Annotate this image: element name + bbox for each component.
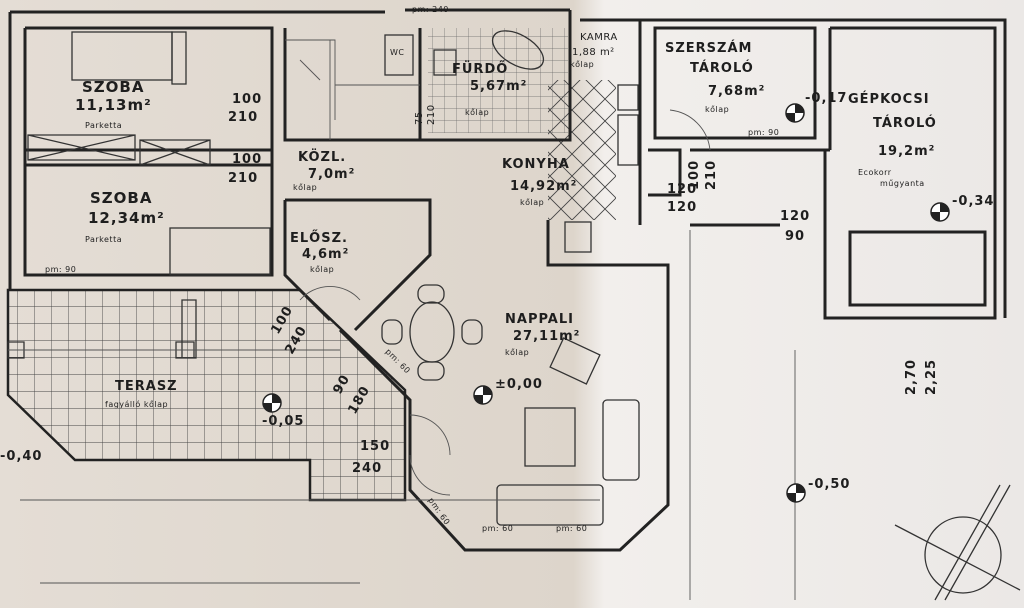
- dim-d2-height: 210: [228, 171, 258, 186]
- room-szoba2-area: 12,34m²: [88, 209, 165, 227]
- level-gepkocsi: -0,34: [952, 194, 994, 209]
- dim-d4-width: 120: [667, 182, 697, 197]
- room-wc-name: WC: [390, 48, 405, 57]
- room-kozl-name: KÖZL.: [298, 149, 346, 165]
- dim-d3-height: 240: [352, 461, 382, 476]
- dim-d6-width: 75: [414, 111, 425, 125]
- room-furdo-floor: kőlap: [465, 108, 489, 117]
- level-marker-icon: [785, 103, 805, 123]
- dim-d1-width: 100: [232, 92, 262, 107]
- room-furdo-name: FÜRDŐ: [452, 61, 508, 77]
- dim-pm240: pm: 240: [412, 5, 449, 14]
- room-gepkocsi-floor: Ecokorr: [858, 168, 892, 177]
- room-nappali-floor: kőlap: [505, 348, 529, 357]
- dim-pm60c: pm: 60: [482, 524, 513, 533]
- level-labels: ±0,00 -0,05 -0,17 -0,34 -0,50 -0,40: [0, 91, 994, 492]
- dim-d9-width: 120: [780, 209, 810, 224]
- room-szoba1-floor: Parketta: [85, 121, 122, 130]
- level-nappali: ±0,00: [495, 377, 543, 392]
- level-left: -0,40: [0, 449, 42, 464]
- dimension-labels: 100 210 100 210 150 240 120 120 100 210 …: [45, 5, 939, 533]
- dim-d2-width: 100: [232, 152, 262, 167]
- room-szerszam-name2: TÁROLÓ: [690, 60, 754, 76]
- room-gepkocsi-area: 19,2m²: [878, 144, 935, 159]
- room-gepkocsi-floor2: műgyanta: [880, 179, 925, 188]
- room-konyha-name: KONYHA: [502, 157, 570, 172]
- dim-pm60d: pm: 60: [556, 524, 587, 533]
- room-terasz-floor: fagyálló kőlap: [105, 399, 168, 409]
- room-terasz-name: TERASZ: [115, 379, 178, 394]
- room-gepkocsi-name2: TÁROLÓ: [873, 115, 937, 131]
- room-kamra-floor: kőlap: [570, 60, 594, 69]
- room-gepkocsi-name: GÉPKOCSI: [848, 91, 930, 107]
- dim-d5-height: 210: [704, 160, 719, 190]
- level-terasz: -0,05: [262, 414, 304, 429]
- dim-d10-a: 2,70: [904, 359, 919, 395]
- furniture: [7, 30, 1021, 601]
- dim-pm90a: pm: 90: [45, 265, 76, 274]
- room-szerszam-area: 7,68m²: [708, 84, 765, 99]
- room-szerszam-floor: kőlap: [705, 105, 729, 114]
- room-szoba1-area: 11,13m²: [75, 96, 152, 114]
- dim-d1-height: 210: [228, 110, 258, 125]
- dim-d4-height: 120: [667, 200, 697, 215]
- bathroom-tiles: [428, 28, 568, 133]
- room-szoba2-name: SZOBA: [90, 189, 152, 207]
- room-nappali-name: NAPPALI: [505, 312, 574, 327]
- level-marker-icon: [473, 385, 493, 405]
- room-konyha-floor: kőlap: [520, 198, 544, 207]
- dim-d10-b: 2,25: [924, 359, 939, 395]
- dim-d9-height: 90: [785, 229, 805, 244]
- dim-pm90b: pm: 90: [748, 128, 779, 137]
- room-elosz-name: ELŐSZ.: [290, 230, 348, 246]
- room-kamra-name: KAMRA: [580, 32, 618, 43]
- dim-d3-width: 150: [360, 439, 390, 454]
- dim-d5-width: 100: [687, 160, 702, 190]
- room-szerszam-name: SZERSZÁM: [665, 40, 752, 56]
- level-marker-icon: [262, 393, 282, 413]
- level-marker-icon: [930, 202, 950, 222]
- level-markers: [262, 103, 950, 503]
- room-furdo-area: 5,67m²: [470, 79, 527, 94]
- room-nappali-area: 27,11m²: [513, 329, 580, 344]
- room-konyha-area: 14,92m²: [510, 179, 577, 194]
- room-kozl-floor: kőlap: [293, 183, 317, 192]
- room-elosz-floor: kőlap: [310, 265, 334, 274]
- room-kozl-area: 7,0m²: [308, 167, 355, 182]
- walls: [8, 8, 1007, 552]
- room-labels: SZOBA 11,13m² Parketta SZOBA 12,34m² Par…: [75, 32, 937, 409]
- level-szerszam: -0,17: [805, 91, 847, 106]
- room-szoba2-floor: Parketta: [85, 235, 122, 244]
- level-kert: -0,50: [808, 477, 850, 492]
- room-elosz-area: 4,6m²: [302, 247, 349, 262]
- level-marker-icon: [786, 483, 806, 503]
- room-szoba1-name: SZOBA: [82, 78, 144, 96]
- dim-d6-height: 210: [426, 104, 437, 125]
- room-kamra-area: 1,88 m²: [572, 47, 615, 58]
